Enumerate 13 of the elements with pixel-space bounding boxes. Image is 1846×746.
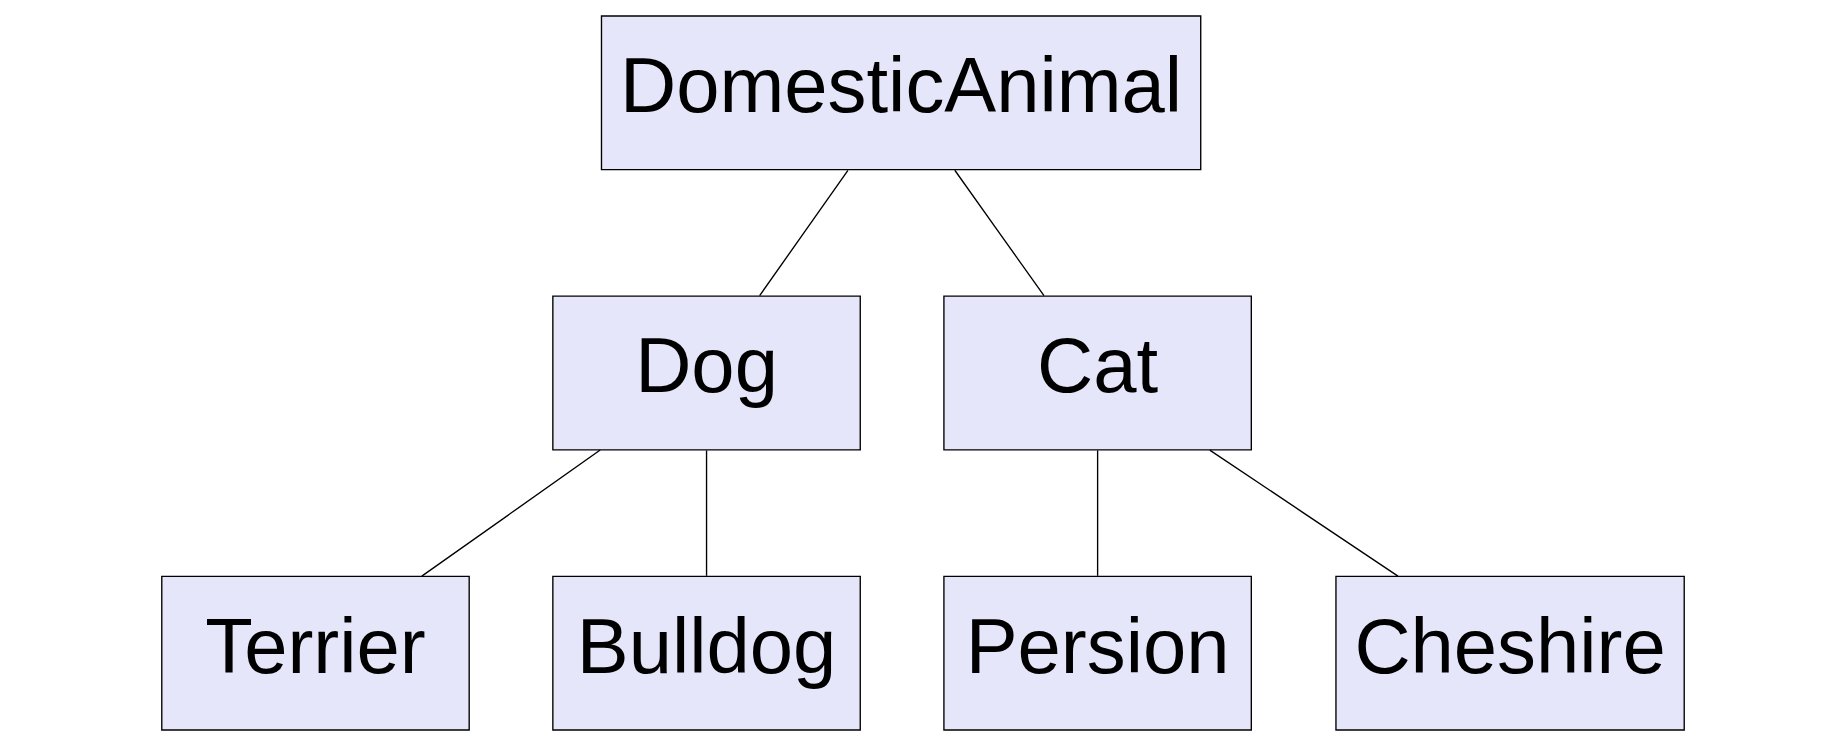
node-box: Cat bbox=[943, 295, 1252, 451]
node-box: Dog bbox=[552, 295, 861, 451]
connector bbox=[758, 169, 849, 297]
connector bbox=[954, 169, 1045, 297]
node-box: Cheshire bbox=[1335, 575, 1685, 731]
node-box: Persion bbox=[943, 575, 1252, 731]
connector bbox=[705, 449, 708, 577]
node-box: Bulldog bbox=[552, 575, 861, 731]
connector bbox=[421, 449, 601, 577]
connector bbox=[1209, 449, 1399, 577]
connector bbox=[1096, 449, 1099, 577]
node-box: Terrier bbox=[161, 575, 470, 731]
node-box: DomesticAnimal bbox=[600, 15, 1202, 171]
